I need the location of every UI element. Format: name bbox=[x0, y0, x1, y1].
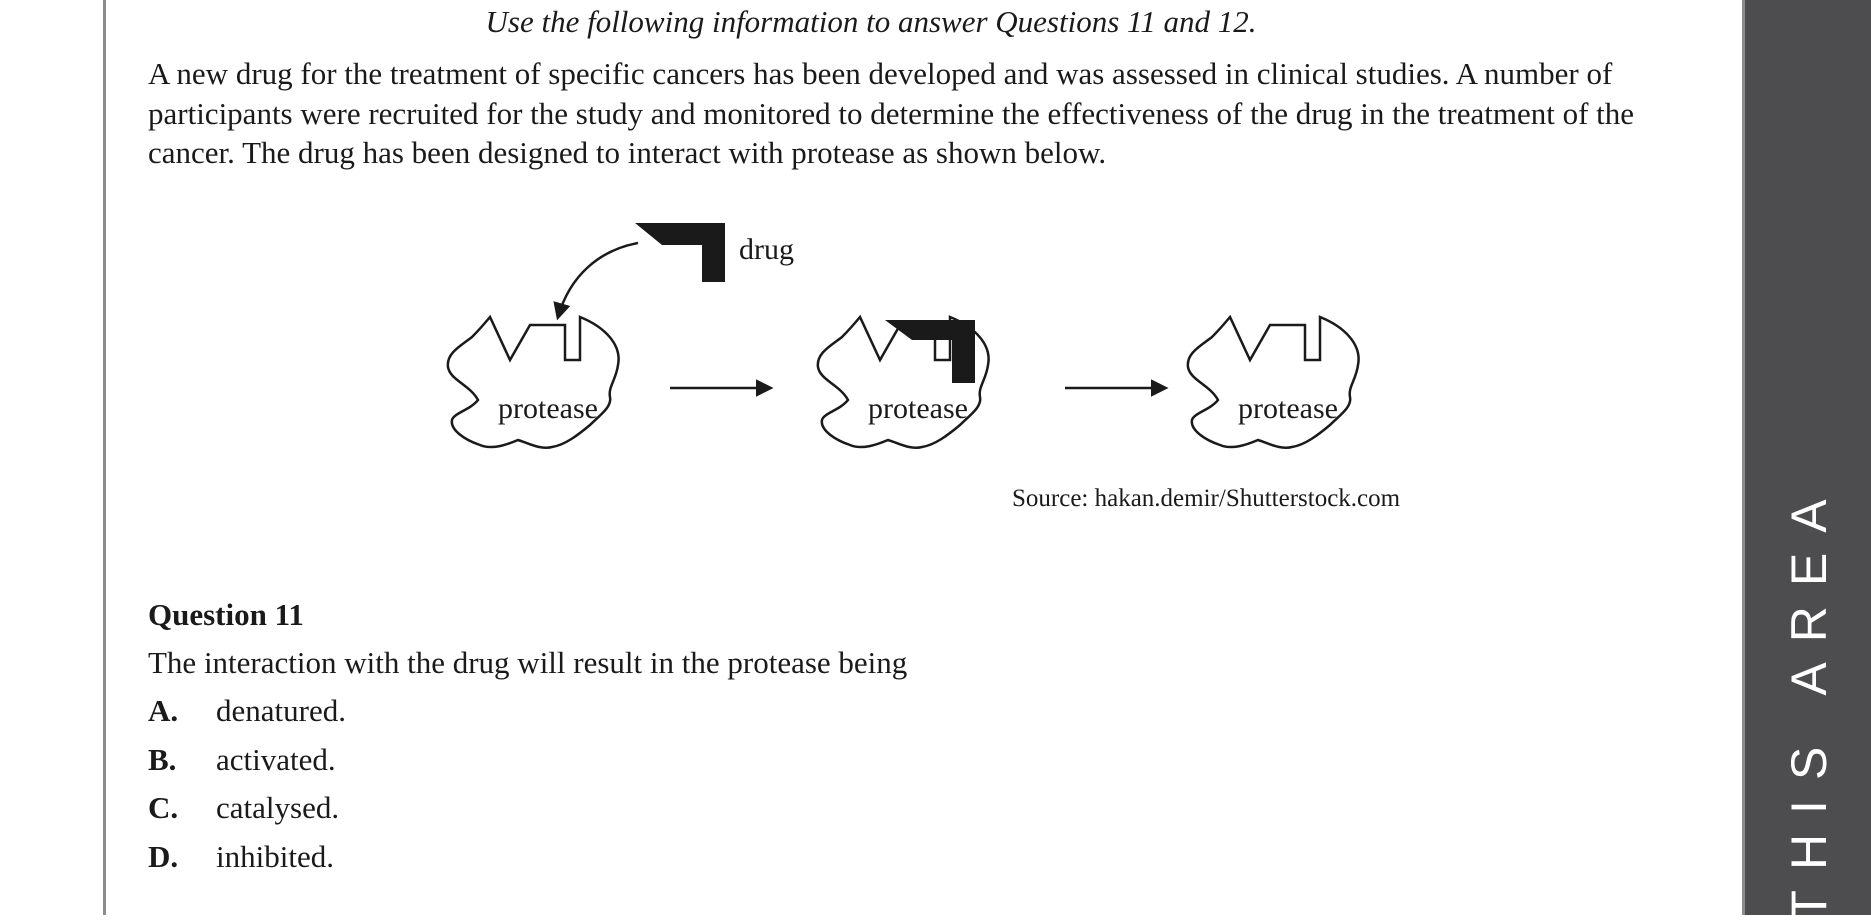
answer-option-a: A. denatured. bbox=[148, 693, 346, 742]
instruction-text: Use the following information to answer … bbox=[485, 4, 1257, 39]
question-title: Question 11 bbox=[148, 597, 304, 632]
answer-option-d: D. inhibited. bbox=[148, 839, 346, 888]
image-source-credit: Source: hakan.demir/Shutterstock.com bbox=[1012, 485, 1401, 512]
margin-sidebar: THIS AREA bbox=[1742, 0, 1871, 921]
option-letter: D. bbox=[148, 838, 179, 874]
margin-warning-text: THIS AREA bbox=[1781, 479, 1837, 921]
bound-drug-molecule bbox=[885, 320, 975, 383]
intro-paragraph: A new drug for the treatment of specific… bbox=[148, 56, 1635, 170]
option-text: activated. bbox=[216, 741, 336, 777]
drug-label: drug bbox=[739, 233, 794, 266]
question-stem: The interaction with the drug will resul… bbox=[148, 645, 908, 680]
option-text: inhibited. bbox=[216, 838, 334, 874]
protease-label-3: protease bbox=[1238, 392, 1338, 425]
answer-options: A. denatured. B. activated. C. catalysed. D… bbox=[148, 693, 346, 887]
option-letter: A. bbox=[148, 693, 179, 728]
drug-protease-diagram: drug protease protease protease bbox=[446, 223, 1360, 449]
drug-molecule bbox=[635, 223, 725, 282]
option-text: denatured. bbox=[216, 693, 346, 728]
answer-option-c: C. catalysed. bbox=[148, 790, 346, 839]
curved-arrow-icon bbox=[553, 241, 639, 321]
protease-enzyme-1 bbox=[446, 315, 620, 449]
protease-label-2: protease bbox=[868, 392, 968, 425]
protease-label-1: protease bbox=[498, 392, 598, 425]
page-left-border bbox=[103, 0, 106, 915]
answer-option-b: B. activated. bbox=[148, 742, 346, 791]
protease-enzyme-3 bbox=[1186, 315, 1360, 449]
option-text: catalysed. bbox=[216, 790, 340, 825]
option-letter: C. bbox=[148, 790, 179, 825]
option-letter: B. bbox=[148, 741, 177, 777]
